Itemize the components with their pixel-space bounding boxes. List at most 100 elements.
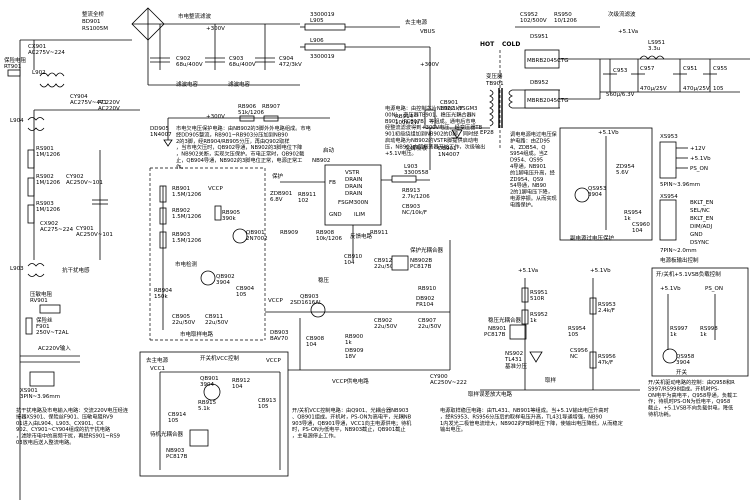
cb907-value: 22u/50V — [418, 324, 441, 330]
cb903-value: NC/10k/F — [402, 210, 427, 216]
rb911-value: 102 — [298, 198, 309, 204]
rs902-label: RS902 — [36, 174, 54, 180]
nb903-label: NB903 — [166, 448, 185, 454]
db902-value: FR104 — [416, 302, 434, 308]
rs998-label: RS998 — [700, 326, 718, 332]
ls951-value: 3.3u — [648, 46, 660, 52]
rb913-label: RB913 — [402, 188, 421, 194]
main-note: 电源电路：由控制芯片NB902（FSGM3 00N）、变压器TB901、稳压光耦… — [385, 104, 485, 157]
ref-label: 基准分压 — [505, 362, 528, 370]
cold-label: COLD — [502, 41, 520, 48]
rs950-label: RS950 — [554, 12, 572, 18]
qs953-value: 3904 — [588, 192, 602, 198]
xs901-connector — [29, 371, 55, 387]
cb911-value: 22u/50V — [205, 320, 228, 326]
bridge-rectifier-section: 整流全桥 BD901 RS1005M 市电整流滤波 — [19, 7, 300, 500]
l902-label: L902 — [32, 70, 46, 76]
v5-top-label: +5.1Va — [618, 29, 638, 35]
rb903-label: RB903 — [172, 232, 191, 238]
c957-label: C957 — [640, 66, 655, 72]
qb903-symbol — [310, 302, 326, 318]
rb913-value: 2.7k/1206 — [402, 194, 430, 200]
cb914-label: CB914 — [168, 412, 187, 418]
c904-value: 472/3kV — [279, 62, 302, 68]
cs952-value: 102/500V — [520, 18, 547, 24]
cb904-label: CB904 — [236, 286, 255, 292]
vcc-dest-label: 去主电源 — [146, 356, 169, 364]
l903-choke-value: 3300558 — [404, 170, 429, 176]
c902-label: C902 — [176, 56, 190, 62]
power-signal-label: 电源板输出控制 — [660, 256, 699, 264]
nb902-label: NB902 — [312, 158, 330, 164]
cs956-value: NC — [570, 354, 578, 360]
ns902-value: TL431 — [504, 357, 522, 363]
rb905-value: 390k — [222, 216, 236, 222]
ns902-label: NS902 — [505, 351, 523, 357]
rb906-value: 51k/1206 — [238, 110, 265, 116]
rb912-label: RB912 — [232, 378, 250, 384]
l903-label: L903 — [10, 266, 24, 272]
rb910-label: RB910 — [418, 286, 437, 292]
rb912-value: 104 — [232, 384, 243, 390]
d905-symbol — [163, 139, 173, 147]
qs953-label: QS953 — [588, 186, 607, 192]
cx902-label: CX902 — [40, 221, 58, 227]
cb910-label: CB910 — [344, 254, 363, 260]
ac-input-label: AC220V输入 — [38, 344, 71, 352]
vbus-net-label: VBUS — [420, 29, 436, 35]
undervoltage-section: DD905 1N4007 RB906 RB907 51k/1206 +300V — [150, 104, 330, 147]
cs960-label: CS960 — [632, 222, 650, 228]
cb910-value: 104 — [344, 260, 355, 266]
bridge-model: RS1005M — [82, 26, 108, 32]
rs901-symbol — [27, 149, 35, 169]
v300-right-label: +300V — [420, 62, 439, 68]
c903-label: C903 — [229, 56, 244, 62]
cb913-label: CB913 — [258, 398, 277, 404]
vccp-b: VCCP — [268, 298, 283, 304]
rb905-label: RB905 — [222, 210, 241, 216]
d905-value: 1N4007 — [150, 132, 172, 138]
vcc-control-box — [139, 351, 289, 477]
qb901b-symbol — [203, 383, 221, 401]
c903-value: 68u/400V — [229, 62, 256, 68]
cy900-label: CY900 — [430, 374, 448, 380]
dsync-label: DSYNC — [690, 240, 709, 246]
standby-title: 开/关机+5.1VSB负载控制 — [656, 270, 721, 278]
gnd-label: GND — [690, 232, 703, 238]
rs950-value: 10/1206 — [554, 18, 577, 24]
vccp-a: VCCP — [208, 186, 223, 192]
pin-drain-2: DRAIN — [345, 184, 362, 190]
bklt-en-label: BKLT_EN — [690, 200, 713, 206]
rt901-label: RT901 — [4, 64, 21, 70]
cb907-label: CB907 — [418, 318, 437, 324]
xs954-label: XS954 — [660, 194, 678, 200]
cb908-value: 104 — [306, 342, 317, 348]
l902-coil — [39, 72, 65, 77]
left-filter-column: AC220V L904 RS901 1M/1206 RS902 1M/1206 … — [10, 106, 140, 400]
rs955-value: 105 — [568, 332, 579, 338]
xs953-connector — [659, 141, 677, 179]
secondary-title: 次级流滤波 — [608, 10, 636, 18]
rs953b-label: RS953 — [598, 302, 616, 308]
db902-label: DB902 — [416, 296, 435, 302]
zdb901-value: 6.8V — [270, 197, 283, 203]
zd954-value: 5.6V — [616, 170, 629, 176]
rs902-symbol — [27, 177, 35, 197]
cb913-value: 105 — [258, 404, 269, 410]
cb905-value: 22u/50V — [172, 320, 195, 326]
rb915-value: 5.1k — [198, 406, 211, 412]
db903-label: DB903 — [270, 330, 289, 336]
rb914-label: RB914 — [395, 114, 414, 120]
rs903-value: 1M/1206 — [36, 207, 61, 213]
vcc1-label: VCC1 — [150, 366, 165, 372]
rs903-symbol — [27, 204, 35, 224]
rb909-label: RB909 — [280, 230, 299, 236]
rb914-value: 100k/2W — [395, 120, 420, 126]
l903-coil — [27, 263, 45, 267]
pin5-label: 5PIN~3.96mm — [660, 182, 700, 188]
db901-label: DB901 — [438, 146, 457, 152]
ls951-coil — [639, 55, 665, 60]
rb906-label: RB906 — [238, 104, 257, 110]
